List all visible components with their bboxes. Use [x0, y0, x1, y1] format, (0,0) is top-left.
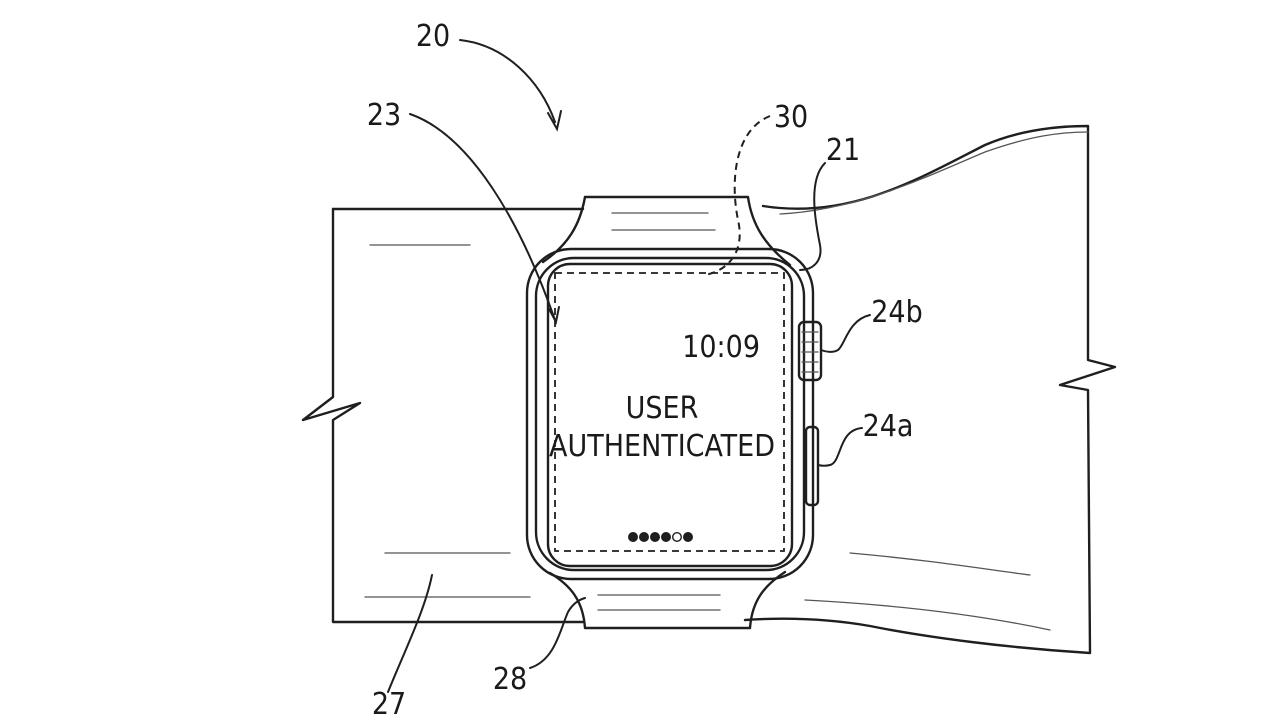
- page-dot: [661, 532, 672, 543]
- page-dot: [639, 532, 650, 543]
- ref-label-20: 20: [416, 19, 450, 54]
- ref-label-23: 23: [367, 98, 401, 133]
- leader-30: [704, 115, 771, 276]
- page-dot: [628, 532, 639, 543]
- wrist-outline: [301, 124, 1117, 655]
- leader-lines: [387, 39, 871, 693]
- watch-band: [541, 195, 792, 630]
- sensor-region-outline: [554, 272, 785, 552]
- leader-27: [387, 574, 433, 693]
- page-indicator-dots: [628, 532, 694, 543]
- leader-24a: [817, 427, 863, 467]
- page-dot: [650, 532, 661, 543]
- leader-20: [459, 39, 556, 123]
- ref-label-30: 30: [774, 100, 808, 135]
- watch-display: 10:09 USER AUTHENTICATED: [546, 262, 794, 568]
- leader-21: [799, 162, 826, 271]
- watch-housing: [525, 247, 815, 581]
- digital-crown: [797, 320, 823, 382]
- ref-label-21: 21: [826, 133, 860, 168]
- side-controls: [797, 320, 823, 507]
- screen-message-line1: USER: [626, 391, 699, 426]
- ref-label-27: 27: [372, 687, 406, 720]
- screen-message-line2: AUTHENTICATED: [549, 429, 775, 464]
- reference-numerals: 20 23 30 21 24b 24a 27 28: [367, 19, 923, 722]
- leader-28: [529, 597, 586, 669]
- ref-label-24a: 24a: [863, 409, 914, 444]
- leader-24b: [820, 314, 871, 353]
- page-dot: [683, 532, 694, 543]
- screen-time: 10:09: [682, 330, 760, 365]
- ref-label-24b: 24b: [871, 295, 922, 330]
- ref-label-28: 28: [493, 662, 527, 697]
- leader-23: [409, 113, 556, 321]
- page-dot-active: [672, 532, 683, 543]
